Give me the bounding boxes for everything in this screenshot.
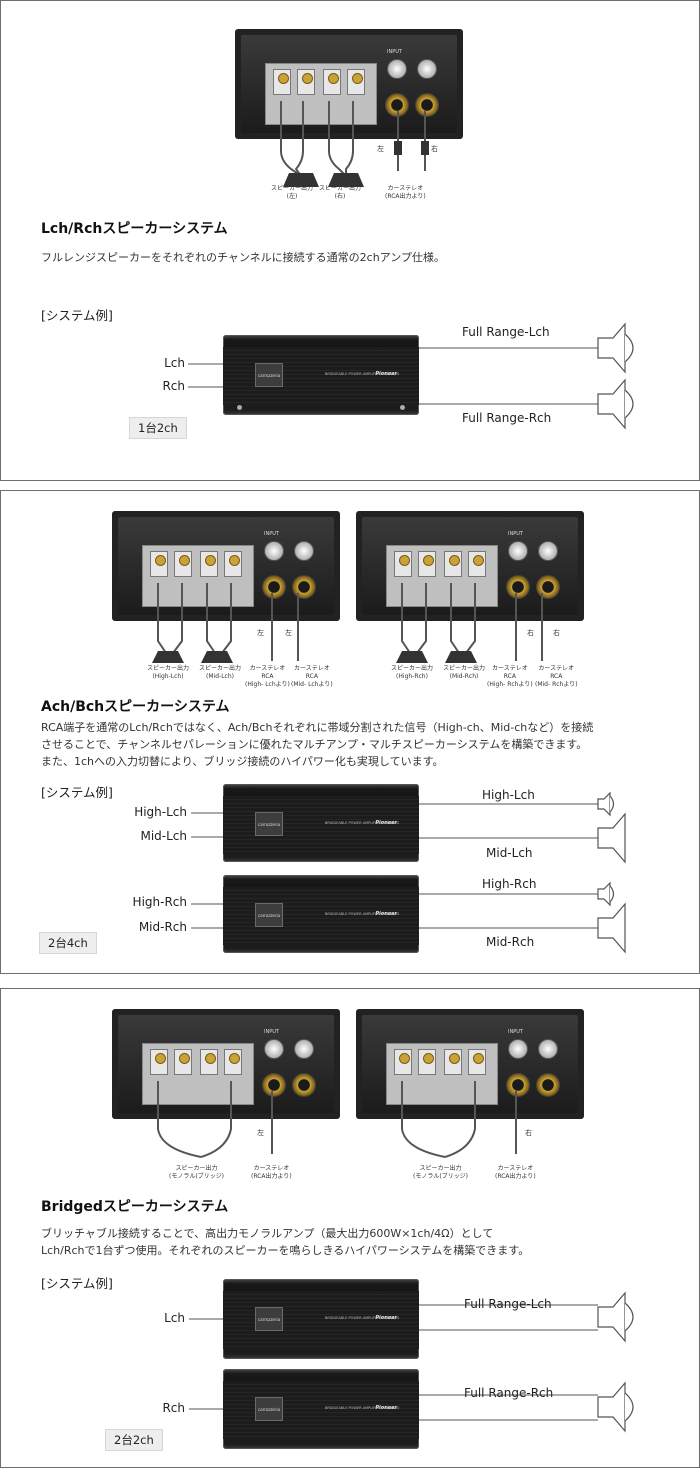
gain-knob-icon	[538, 541, 558, 561]
section-title: Lch/Rchスピーカーシステム	[41, 221, 228, 237]
wiring-diagram	[152, 583, 626, 954]
gain-knob-icon	[508, 541, 528, 561]
speaker-icon	[201, 651, 233, 663]
speaker-icon	[445, 651, 477, 663]
example-label: [システム例]	[41, 785, 113, 800]
caption-car-stereo: カーステレオ(RCA出力より)	[385, 185, 426, 200]
output-label: Mid-Rch	[486, 935, 535, 949]
section-description-line: ブリッチャブル接続することで、高出力モノラルアンプ（最大出力600W×1ch/4…	[41, 1227, 494, 1240]
rca-jack-icon	[536, 575, 560, 599]
section-description-line: また、1chへの入力切替により、ブリッジ接続のハイパワー化も実現しています。	[41, 755, 444, 768]
input-label: Rch	[162, 379, 185, 393]
speaker-icon	[597, 322, 626, 374]
amplifier-top-view: INPUT	[235, 29, 463, 139]
rca-jack-icon	[536, 1073, 560, 1097]
section-title: Ach/Bchスピーカーシステム	[41, 699, 230, 715]
section-lch-rch: INPUT	[0, 0, 700, 481]
output-label: Full Range-Rch	[462, 411, 552, 425]
rca-jack-icon	[262, 575, 286, 599]
gain-knob-icon	[294, 541, 314, 561]
gain-knob-icon	[264, 1039, 284, 1059]
speaker-icon	[328, 173, 364, 187]
section-bridged: INPUT INPUT	[0, 988, 700, 1468]
speaker-icon	[597, 902, 626, 954]
amplifier-top-view: INPUT	[356, 1009, 584, 1119]
amplifier-side-view: carrozzeria BRIDGEABLE POWER AMPLIFIER P…	[223, 875, 419, 953]
input-label: Mid-Rch	[138, 920, 187, 934]
section-ach-bch: INPUT INPUT	[0, 490, 700, 974]
wiring-diagram	[188, 101, 634, 430]
output-label: Mid-Lch	[486, 846, 533, 860]
output-label: Full Range-Rch	[464, 1386, 554, 1400]
caption-speaker-left: スピーカー出力(左)	[271, 185, 314, 200]
section-description-line: RCA端子を通常のLch/Rchではなく、Ach/Bchそれぞれに帯域分割された…	[41, 721, 594, 734]
gain-knob-icon	[508, 1039, 528, 1059]
rca-jack-icon	[415, 93, 439, 117]
input-label: Lch	[164, 356, 185, 370]
speaker-icon	[597, 1381, 626, 1433]
speaker-icon	[597, 378, 626, 430]
speaker-icon	[597, 1291, 626, 1343]
amplifier-top-view: INPUT	[356, 511, 584, 621]
section-description: フルレンジスピーカーをそれぞれのチャンネルに接続する通常の2chアンプ仕様。	[41, 251, 445, 264]
input-label: High-Lch	[134, 805, 187, 819]
rca-jack-icon	[506, 575, 530, 599]
section-description-line: させることで、チャンネルセパレーションに優れたマルチアンプ・マルチスピーカーシス…	[41, 738, 588, 751]
gain-knob-icon	[294, 1039, 314, 1059]
output-label: High-Rch	[482, 877, 537, 891]
gain-knob-icon	[387, 59, 407, 79]
example-label: [システム例]	[41, 1276, 113, 1291]
rca-jack-icon	[292, 1073, 316, 1097]
amplifier-side-view: carrozzeria BRIDGEABLE POWER AMPLIFIER P…	[223, 1369, 419, 1449]
caption-speaker-right: スピーカー出力(右)	[319, 185, 362, 200]
output-label: Full Range-Lch	[462, 325, 550, 339]
config-badge: 2台2ch	[105, 1429, 163, 1451]
amplifier-side-view: carrozzeria BRIDGEABLE POWER AMPLIFIER P…	[223, 784, 419, 862]
amplifier-top-view: INPUT	[112, 1009, 340, 1119]
example-label: [システム例]	[41, 308, 113, 323]
amplifier-side-view: carrozzeria BRIDGEABLE POWER AMPLIFIER P…	[223, 335, 419, 415]
rca-jack-icon	[506, 1073, 530, 1097]
wiring-diagram	[157, 1081, 634, 1433]
output-label: Full Range-Lch	[464, 1297, 552, 1311]
config-badge: 2台4ch	[39, 932, 97, 954]
rca-jack-icon	[262, 1073, 286, 1097]
section-title: Bridgedスピーカーシステム	[41, 1199, 229, 1215]
gain-knob-icon	[417, 59, 437, 79]
speaker-icon	[152, 651, 184, 663]
gain-knob-icon	[264, 541, 284, 561]
output-label: High-Lch	[482, 788, 535, 802]
speaker-icon	[597, 812, 626, 864]
input-label: Rch	[162, 1401, 185, 1415]
input-label: Lch	[164, 1311, 185, 1325]
rca-jack-icon	[292, 575, 316, 599]
speaker-icon	[283, 173, 319, 187]
amplifier-side-view: carrozzeria BRIDGEABLE POWER AMPLIFIER P…	[223, 1279, 419, 1359]
input-label: High-Rch	[132, 895, 187, 909]
gain-knob-icon	[538, 1039, 558, 1059]
tweeter-icon	[597, 791, 611, 817]
section-description-line: Lch/Rchで1台ずつ使用。それぞれのスピーカーを鳴らしきるハイパワーシステム…	[41, 1244, 530, 1257]
input-label: Mid-Lch	[140, 829, 187, 843]
speaker-icon	[396, 651, 428, 663]
tweeter-icon	[597, 881, 611, 907]
config-badge: 1台2ch	[129, 417, 187, 439]
